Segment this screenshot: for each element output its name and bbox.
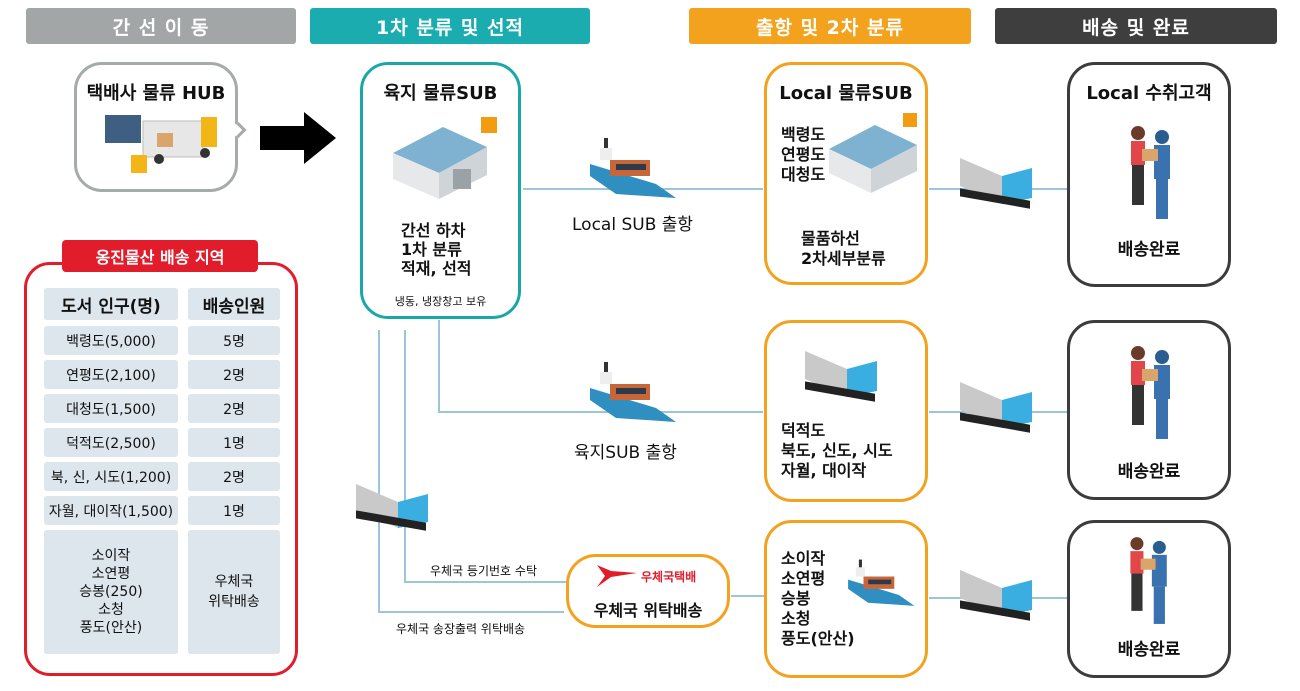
table-cell-island: 백령도(5,000) [44, 326, 178, 355]
island-name: 덕적도 [781, 421, 826, 440]
stage-header-first-sort: 1차 분류 및 선적 [310, 8, 590, 44]
island-name: 풍도(안산) [79, 620, 143, 636]
local-sub3-islands: 소이작 소연평 승봉 소청 풍도(안산) [781, 549, 855, 649]
delivery-handover-icon [1130, 537, 1167, 624]
cargo-ship-icon [590, 362, 676, 422]
mainland-sub-note: 냉동, 냉장창고 보유 [394, 295, 487, 308]
island-name: 승봉(250) [79, 584, 143, 600]
customer-box-3: 배송완료 [1067, 520, 1231, 678]
post-label-registered: 우체국 등기번호 수탁 [430, 564, 537, 578]
local-sub-box-2: 덕적도 북도, 신도, 시도 자월, 대이작 [764, 320, 928, 502]
staff-value: 우체국 [214, 574, 254, 590]
staff-value: 위탁배송 [208, 594, 260, 610]
post-office-logo: 우체국택배 [597, 565, 696, 587]
arrow-right-icon [260, 112, 336, 164]
local-sub-title: Local 물류SUB [779, 83, 913, 104]
truck-icon [805, 351, 877, 402]
customer-box-2: 배송완료 [1067, 320, 1231, 500]
island-name: 소청 [781, 609, 811, 628]
table-cell-staff: 2명 [188, 462, 280, 491]
island-name: 소청 [98, 602, 124, 618]
task-line: 1차 분류 [401, 240, 462, 259]
island-name: 소이작 [91, 548, 131, 564]
truck-icon [960, 570, 1032, 621]
task-line: 물품하선 [801, 229, 860, 248]
island-name: 자월, 대이작 [781, 461, 867, 480]
island-name: 풍도(안산) [781, 629, 855, 648]
post-office-box: 우체국택배 우체국 위탁배송 [566, 554, 730, 628]
delivery-handover-icon [1131, 346, 1170, 439]
truck-container-icon [105, 115, 217, 173]
stage-header-delivery: 배송 및 완료 [995, 8, 1277, 44]
mainland-sub-title: 육지 물류SUB [383, 83, 498, 104]
warehouse-icon [393, 117, 497, 199]
table-row-islands-post: 소이작 소연평 승봉(250) 소청 풍도(안산) [44, 530, 178, 654]
truck-icon [356, 484, 428, 531]
local-sub1-islands: 백령도 연평도 대청도 [781, 125, 825, 185]
post-office-label: 우체국 위탁배송 [593, 601, 703, 620]
route1-label: Local SUB 출항 [572, 215, 694, 235]
connector-line [438, 320, 440, 412]
truck-icon [960, 382, 1032, 433]
post-logo-text: 우체국택배 [641, 569, 697, 584]
table-cell-island: 연평도(2,100) [44, 360, 178, 389]
cargo-ship-icon [848, 559, 915, 606]
task-line: 간선 하차 [401, 221, 466, 240]
hub-title: 택배사 물류 HUB [86, 83, 226, 104]
delivery-done-label: 배송완료 [1117, 240, 1181, 260]
connector-line [404, 581, 566, 583]
table-cell-island: 자월, 대이작(1,500) [44, 496, 178, 525]
connector-line [404, 330, 406, 582]
customer-title: Local 수취고객 [1086, 83, 1212, 104]
hub-box: 택배사 물류 HUB [74, 62, 238, 192]
cargo-ship-icon [590, 138, 676, 198]
table-cell-island: 대청도(1,500) [44, 394, 178, 423]
island-name: 소연평 [781, 569, 826, 588]
post-label-invoice: 우체국 송장출력 위탁배송 [396, 622, 526, 636]
island-name: 백령도 [781, 125, 826, 144]
column-header-staff: 배송인원 [188, 288, 280, 320]
delivery-done-label: 배송완료 [1117, 640, 1181, 660]
warehouse-icon [829, 113, 917, 193]
table-cell-staff: 5명 [188, 326, 280, 355]
mainland-sub-tasks: 간선 하차 1차 분류 적재, 선적 [401, 221, 472, 278]
stage-header-departure: 출항 및 2차 분류 [689, 8, 971, 44]
island-name: 대청도 [781, 165, 826, 184]
route2-label: 육지SUB 출항 [574, 443, 677, 463]
connector-line [378, 330, 380, 612]
region-title: 옹진물산 배송 지역 [62, 240, 258, 272]
table-cell-staff: 2명 [188, 360, 280, 389]
table-cell-staff: 2명 [188, 394, 280, 423]
truck-icon [960, 158, 1032, 209]
local-sub-box-1: Local 물류SUB 백령도 연평도 대청도 물품하선 2차세부분류 [764, 62, 928, 285]
column-header-island: 도서 인구(명) [44, 288, 178, 320]
local-sub1-tasks: 물품하선 2차세부분류 [801, 229, 886, 269]
stage-header-trunk-move: 간 선 이 동 [26, 8, 296, 44]
connector-line [731, 595, 764, 597]
island-name: 소이작 [781, 549, 826, 568]
connector-line [378, 611, 564, 613]
table-cell-island: 덕적도(2,500) [44, 428, 178, 457]
island-name: 승봉 [781, 589, 811, 608]
mainland-sub-box: 육지 물류SUB 간선 하차 1차 분류 적재, 선적 냉동, 냉장창고 보유 [360, 62, 521, 319]
task-line: 적재, 선적 [401, 259, 472, 278]
delivery-done-label: 배송완료 [1117, 462, 1181, 482]
connector-line [438, 411, 763, 413]
delivery-handover-icon [1131, 126, 1170, 219]
table-cell-staff: 1명 [188, 428, 280, 457]
task-line: 2차세부분류 [801, 249, 886, 268]
island-name: 연평도 [781, 145, 826, 164]
table-cell-staff: 1명 [188, 496, 280, 525]
table-row-staff-post: 우체국 위탁배송 [188, 530, 280, 654]
local-sub2-islands: 덕적도 북도, 신도, 시도 자월, 대이작 [781, 421, 893, 481]
island-name: 소연평 [91, 566, 131, 582]
island-name: 북도, 신도, 시도 [781, 441, 893, 460]
customer-box-1: Local 수취고객 배송완료 [1067, 62, 1231, 287]
table-cell-island: 북, 신, 시도(1,200) [44, 462, 178, 491]
post-logo-icon [597, 565, 637, 587]
local-sub-box-3: 소이작 소연평 승봉 소청 풍도(안산) [764, 520, 928, 678]
